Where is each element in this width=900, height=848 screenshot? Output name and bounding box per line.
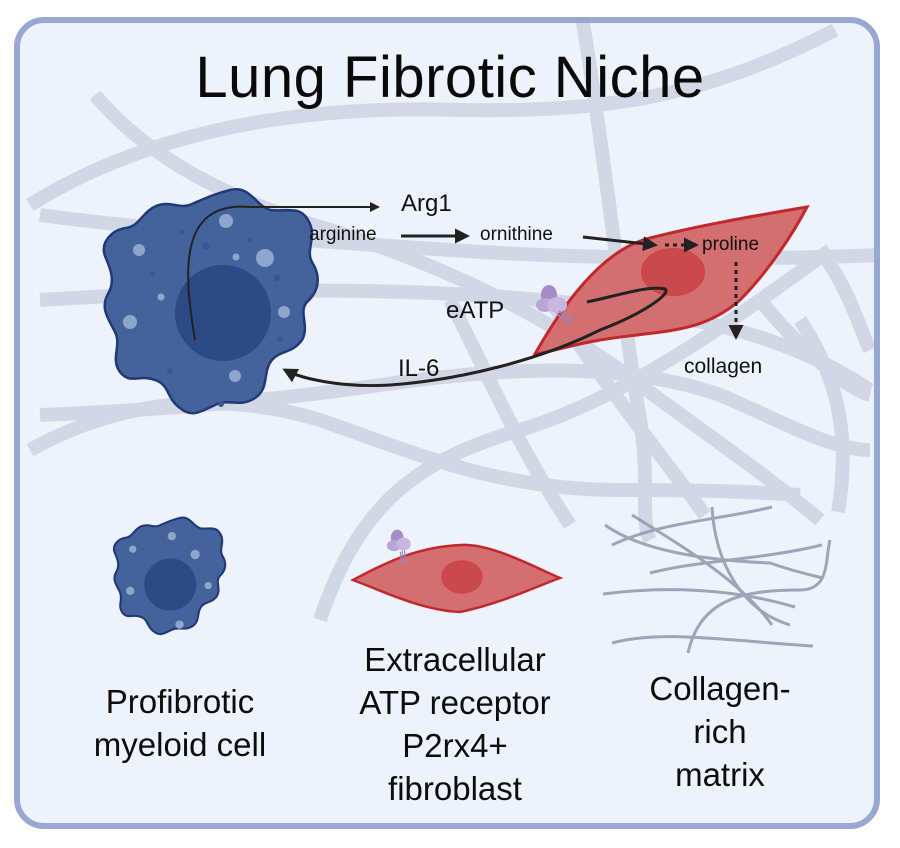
arrow-myeloid-to-arg1 <box>187 202 380 341</box>
arrow-ornithine-to-fibroblast <box>582 235 658 252</box>
label-proline: proline <box>702 234 760 255</box>
caption-line: matrix <box>675 756 765 793</box>
caption-line: Profibrotic <box>105 683 255 720</box>
legend-caption-myeloid: Profibrotic myeloid cell <box>60 680 300 766</box>
label-ornithine: ornithine <box>480 224 553 245</box>
label-arg1: Arg1 <box>401 190 452 217</box>
fiber <box>814 245 874 354</box>
caption-line: ATP receptor <box>359 684 551 721</box>
fiber <box>794 316 850 514</box>
label-eatp: eATP <box>446 297 505 324</box>
fiber <box>89 90 825 526</box>
caption-line: Extracellular <box>364 641 546 678</box>
caption-line: Collagen- <box>649 670 791 707</box>
legend-caption-matrix: Collagen- rich matrix <box>600 667 840 796</box>
legend-collagen-matrix-icon <box>602 505 832 654</box>
vesicles <box>123 214 290 382</box>
label-arginine: arginine <box>309 224 377 245</box>
legend-fibroblast-icon <box>349 529 564 614</box>
caption-line: P2rx4+ <box>402 727 508 764</box>
caption-line: myeloid cell <box>93 726 267 763</box>
fiber <box>573 23 657 544</box>
caption-line: rich <box>693 713 747 750</box>
fiber <box>443 296 576 529</box>
myeloid-cell <box>102 187 319 415</box>
caption-line: fibroblast <box>388 770 522 807</box>
pathway-arrows <box>187 202 744 388</box>
fibroblast-nucleus <box>641 248 705 296</box>
p2rx4-receptor-icon <box>536 285 574 326</box>
arrow-eatp-signal <box>282 286 668 388</box>
page-title: Lung Fibrotic Niche <box>195 45 705 110</box>
fibroblast-cell <box>532 205 810 356</box>
legend-myeloid-icon <box>112 516 227 636</box>
legend-caption-fibroblast: Extracellular ATP receptor P2rx4+ fibrob… <box>320 638 590 810</box>
myeloid-nucleus <box>175 265 271 361</box>
label-il6: IL-6 <box>398 355 440 382</box>
label-collagen: collagen <box>684 355 763 378</box>
